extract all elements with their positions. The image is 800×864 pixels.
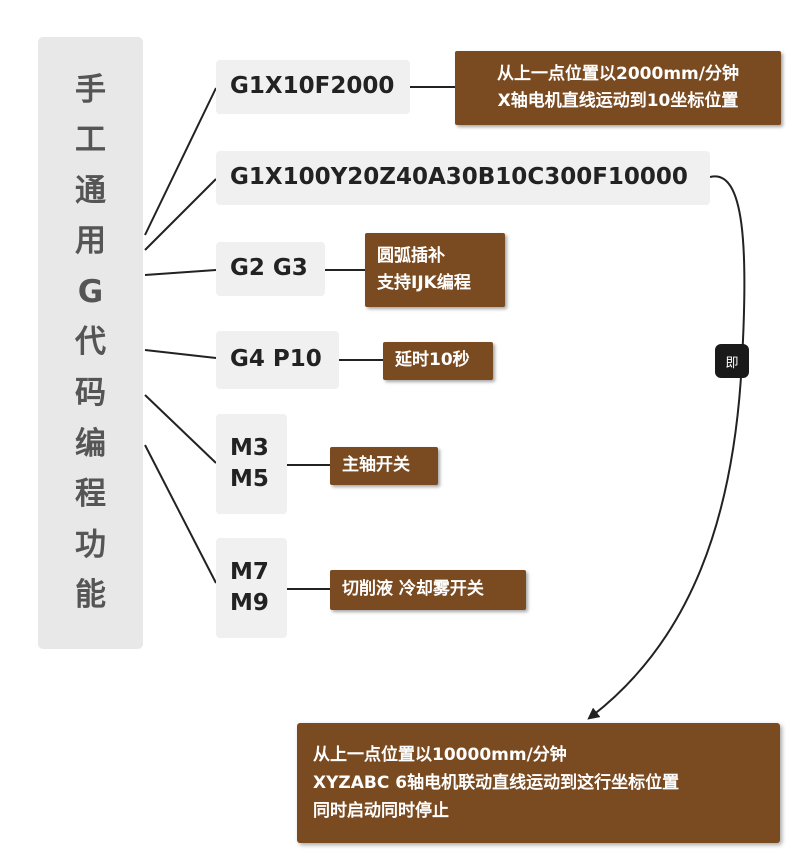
- desc-line: 切削液 冷却雾开关: [342, 579, 484, 600]
- code-text: G4 P10: [230, 346, 322, 373]
- desc-box-m3-m5: 主轴开关: [330, 447, 438, 485]
- side-title-char: 程: [75, 476, 106, 513]
- side-title-char: 工: [75, 122, 106, 159]
- desc-line: 从上一点位置以2000mm/分钟: [497, 63, 739, 84]
- code-text: G1X10F2000: [230, 73, 395, 100]
- fan-line-5: [144, 394, 217, 464]
- side-title-char: 能: [75, 577, 106, 614]
- code-text: G2 G3: [230, 255, 308, 282]
- code-box-m3-m5: M3 M5: [216, 414, 287, 514]
- final-desc-box: 从上一点位置以10000mm/分钟 XYZABC 6轴电机联动直线运动到这行坐标…: [297, 723, 780, 843]
- curved-arrow: [587, 175, 746, 720]
- side-title-char: 功: [75, 526, 106, 563]
- side-title-char: 代: [75, 324, 106, 361]
- side-title-char: 码: [75, 375, 106, 412]
- desc-line: 主轴开关: [342, 455, 410, 476]
- desc-line: 支持IJK编程: [377, 273, 471, 293]
- desc-line: X轴电机直线运动到10坐标位置: [497, 91, 739, 111]
- side-title-char: 手: [75, 71, 106, 108]
- final-desc-line: 同时启动同时停止: [313, 801, 449, 822]
- fan-line-1: [144, 87, 217, 236]
- immediate-badge: 即: [715, 344, 749, 378]
- desc-line: 圆弧插补: [377, 245, 445, 266]
- code-text: M9: [230, 590, 269, 616]
- code-text: G1X100Y20Z40A30B10C300F10000: [230, 164, 688, 191]
- code-text: M5: [230, 466, 269, 492]
- code-box-g1-6axis: G1X100Y20Z40A30B10C300F10000: [216, 151, 710, 205]
- code-box-m7-m9: M7 M9: [216, 538, 287, 638]
- code-text: M3: [230, 434, 269, 461]
- code-box-g2-g3: G2 G3: [216, 242, 325, 296]
- side-title-char: 用: [75, 223, 106, 260]
- side-title-char: G: [77, 273, 104, 310]
- final-desc-line: 从上一点位置以10000mm/分钟: [313, 744, 567, 765]
- side-title-panel: 手 工 通 用 G 代 码 编 程 功 能: [38, 37, 143, 649]
- desc-box-g4: 延时10秒: [383, 342, 493, 380]
- fan-line-4: [144, 349, 217, 359]
- code-box-g4: G4 P10: [216, 331, 339, 389]
- desc-line: 延时10秒: [395, 350, 470, 371]
- desc-box-m7-m9: 切削液 冷却雾开关: [330, 570, 526, 610]
- side-title-char: 通: [75, 172, 106, 209]
- desc-box-g1x10: 从上一点位置以2000mm/分钟 X轴电机直线运动到10坐标位置: [455, 51, 781, 125]
- code-text: M7: [230, 558, 269, 585]
- desc-box-g2-g3: 圆弧插补 支持IJK编程: [365, 233, 505, 307]
- final-desc-line: XYZABC 6轴电机联动直线运动到这行坐标位置: [313, 772, 680, 793]
- fan-line-3: [144, 269, 217, 276]
- code-box-g1x10: G1X10F2000: [216, 60, 410, 114]
- fan-line-2: [144, 178, 217, 251]
- side-title-char: 编: [75, 425, 106, 462]
- fan-line-6: [144, 444, 217, 584]
